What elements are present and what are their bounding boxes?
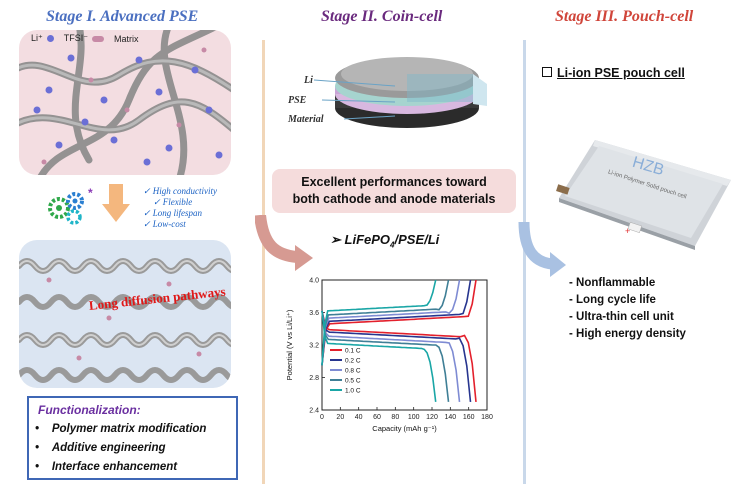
polymer-network-illustration xyxy=(19,30,231,175)
y-tick-label: 4.0 xyxy=(309,278,319,285)
coin-label-leaders xyxy=(313,79,396,120)
feature-list: ✓ High conductivity ✓ Flexible ✓ Long li… xyxy=(143,186,217,230)
functionalization-box: Functionalization: • Polymer matrix modi… xyxy=(27,396,238,480)
functionalization-item: • Additive engineering xyxy=(35,442,166,454)
performance-box: Excellent performances toward both catho… xyxy=(272,169,516,213)
flow-arrow-left xyxy=(255,215,313,271)
x-tick-label: 180 xyxy=(481,414,493,421)
charge-curve-08C xyxy=(321,279,461,366)
helical-chains-illustration xyxy=(19,258,231,383)
discharge-curve-01C xyxy=(321,310,477,402)
y-tick-label: 3.6 xyxy=(309,310,319,317)
li-ion-legend-label: Li⁺ xyxy=(31,33,43,43)
flow-arrow-right xyxy=(518,222,566,277)
stage2-title: Stage II. Coin-cell xyxy=(321,8,443,25)
x-tick-label: 20 xyxy=(336,414,344,421)
coin-label-li: Li xyxy=(304,75,313,86)
coin-cell-illustration xyxy=(335,57,487,128)
voltage-capacity-chart: 0 20 40 60 80 100 120 140 160 180 2.4 2.8 3.2 3.6 4.0C… xyxy=(285,278,493,434)
performance-line: Excellent performances toward xyxy=(301,175,487,189)
pouch-feature-item: - Nonflammable xyxy=(569,277,656,289)
arrow-bullet-icon: ➢ xyxy=(330,232,341,247)
charge-curve-02C xyxy=(321,279,472,366)
legend-label: 0.1 C xyxy=(345,348,361,355)
functionalization-title: Functionalization: xyxy=(38,403,141,417)
y-tick-label: 3.2 xyxy=(309,343,319,350)
discharge-curve-10C xyxy=(321,310,437,402)
feature-item: ✓ Low-cost xyxy=(143,219,186,229)
gears-icon xyxy=(48,192,84,225)
checkbox-icon xyxy=(542,67,552,77)
charge-curve-05C xyxy=(321,279,450,366)
down-arrow-icon xyxy=(102,184,130,222)
pouch-feature-item: - Ultra-thin cell unit xyxy=(569,311,674,323)
performance-line: both cathode and anode materials xyxy=(292,192,496,206)
coin-label-material: Material xyxy=(288,114,324,125)
feature-item: ✓ Long lifespan xyxy=(143,208,203,218)
pse-legend: Li⁺ TFSI⁻ Matrix xyxy=(31,33,139,44)
pouch-feature-item: - Long cycle life xyxy=(569,294,656,306)
legend-label: 0.5 C xyxy=(345,378,361,385)
legend-label: 0.2 C xyxy=(345,358,361,365)
cell-config-title: ➢ LiFePO4/PSE/Li xyxy=(330,232,440,250)
stage3-title: Stage III. Pouch-cell xyxy=(555,8,694,25)
discharge-curve-08C xyxy=(321,310,461,402)
asterisk-icon: * xyxy=(88,186,93,200)
legend-label: 0.8 C xyxy=(345,368,361,375)
functionalization-item: • Interface enhancement xyxy=(35,461,178,473)
legend-label: 1.0 C xyxy=(345,388,361,395)
x-tick-label: 100 xyxy=(408,414,420,421)
tfsi-legend-label: TFSI⁻ xyxy=(63,33,89,43)
pse-structure-panel: Li⁺ TFSI⁻ Matrix xyxy=(19,30,231,175)
diffusion-pathways-panel: Long diffusion pathways xyxy=(19,240,231,388)
y-tick-label: 2.4 xyxy=(309,408,319,415)
x-tick-label: 120 xyxy=(426,414,438,421)
discharge-curve-02C xyxy=(321,310,472,402)
stage1-title: Stage I. Advanced PSE xyxy=(46,8,199,25)
y-axis-label: Potential (V vs Li/Li⁺) xyxy=(285,309,294,380)
stage-divider-1 xyxy=(262,40,265,484)
functionalization-item: • Polymer matrix modification xyxy=(35,423,207,435)
x-tick-label: 160 xyxy=(463,414,475,421)
matrix-legend-label: Matrix xyxy=(114,33,139,44)
charge-curve-10C xyxy=(321,279,437,366)
stage-divider-2 xyxy=(523,40,526,484)
pouch-feature-list: - Nonflammable - Long cycle life - Ultra… xyxy=(569,277,686,345)
charge-curve-01C xyxy=(321,279,477,366)
x-tick-label: 40 xyxy=(355,414,363,421)
feature-item: ✓ High conductivity xyxy=(143,186,218,196)
y-tick-label: 2.8 xyxy=(309,375,319,382)
feature-item: ✓ Flexible xyxy=(153,197,193,207)
x-tick-label: 80 xyxy=(391,414,399,421)
tfsi-molecule-icon xyxy=(92,35,105,42)
pouch-cell-illustration: + xyxy=(556,140,731,250)
pouch-feature-item: - High energy density xyxy=(569,328,686,340)
svg-text:+: + xyxy=(625,226,630,236)
x-tick-label: 140 xyxy=(444,414,456,421)
x-tick-label: 0 xyxy=(320,414,324,421)
coin-label-pse: PSE xyxy=(288,95,307,106)
discharge-curve-05C xyxy=(321,310,450,402)
pouch-title: Li-ion PSE pouch cell xyxy=(542,66,685,80)
li-ion-sphere-icon xyxy=(46,35,54,42)
x-axis-label: Capacity (mAh g⁻¹) xyxy=(372,424,437,433)
x-tick-label: 60 xyxy=(373,414,381,421)
